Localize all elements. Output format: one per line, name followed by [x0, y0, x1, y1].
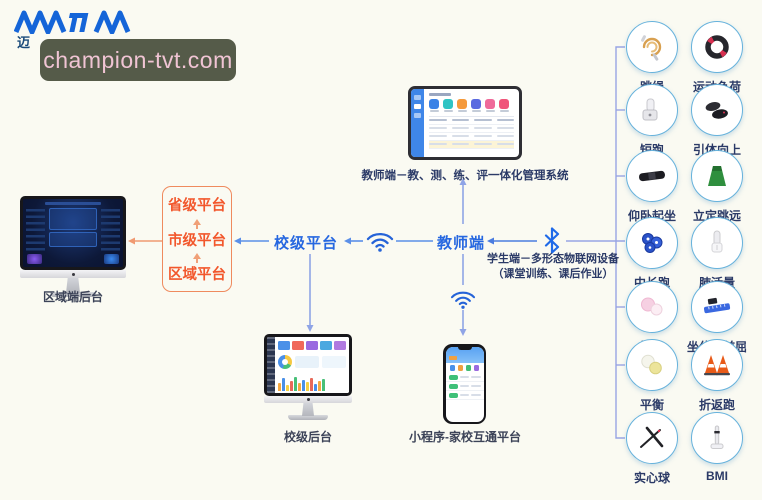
- teacher-node: 教师端: [437, 235, 486, 252]
- balance-pods-icon: [626, 339, 678, 391]
- device-item: 肺活量: [691, 217, 743, 291]
- device-label: 平衡: [639, 398, 664, 412]
- platform-levels-box: 省级平台 市级平台 区域平台: [162, 186, 232, 292]
- tablet-caption: 教师端－教、测、练、评一体化管理系统: [361, 170, 569, 182]
- student-device-line1: 学生端－多形态物联网设备: [487, 253, 619, 265]
- device-item: 仰卧起坐: [626, 150, 678, 224]
- watermark-text: champion-tvt.com: [43, 46, 233, 73]
- student-device-note: 学生端－多形态物联网设备 （课堂训练、课后作业）: [472, 252, 634, 283]
- tablet-screen: [424, 89, 519, 157]
- company-logo: [14, 10, 131, 34]
- device-item: 平衡: [626, 339, 678, 413]
- bluetooth-icon: [544, 227, 560, 254]
- light-dashboard-screen: [267, 337, 349, 393]
- phone-screen: [445, 346, 484, 422]
- device-item: 折返跑: [691, 339, 743, 413]
- cones-icon: [691, 339, 743, 391]
- jump-mat-icon: [691, 150, 743, 202]
- device-label: BMI: [706, 469, 728, 483]
- run-tracker-icon: [626, 217, 678, 269]
- device-item: BMI: [691, 412, 743, 483]
- province-platform-label: 省级平台: [168, 198, 226, 214]
- up-arrow-icon: [193, 218, 201, 229]
- agility-pods-icon: [626, 281, 678, 333]
- device-item: 引体向上: [691, 84, 743, 158]
- spirometer-icon: [691, 217, 743, 269]
- wifi-icon: [450, 291, 476, 309]
- school-platform-node: 校级平台: [274, 235, 339, 252]
- school-backend-monitor: [264, 334, 352, 420]
- bmi-scale-icon: [691, 412, 743, 464]
- dark-dashboard-screen: [23, 199, 123, 267]
- region-platform-label: 区域平台: [168, 267, 226, 283]
- device-label: 实心球: [633, 471, 670, 485]
- wristband-icon: [691, 21, 743, 73]
- regional-backend-label: 区域端后台: [42, 290, 103, 304]
- sprint-sensor-icon: [626, 84, 678, 136]
- sit-reach-icon: [691, 281, 743, 333]
- situp-belt-icon: [626, 150, 678, 202]
- miniprogram-label: 小程序-家校互通平台: [409, 430, 521, 444]
- device-item: 立定跳远: [691, 150, 743, 224]
- device-item: 实心球: [626, 412, 678, 486]
- tablet-sidebar: [411, 89, 424, 157]
- jump-rope-icon: [626, 21, 678, 73]
- regional-backend-monitor: [20, 196, 126, 297]
- up-arrow-icon: [193, 253, 201, 264]
- teacher-tablet: [408, 86, 522, 160]
- device-label: 折返跑: [698, 398, 735, 412]
- pullup-sensor-icon: [691, 84, 743, 136]
- parent-phone: [443, 344, 486, 424]
- school-backend-label: 校级后台: [283, 430, 332, 444]
- watermark-badge: champion-tvt.com: [40, 39, 236, 81]
- student-device-line2: （课堂训练、课后作业）: [492, 268, 614, 281]
- logo-subtext: 迈: [17, 35, 31, 50]
- wifi-icon: [366, 232, 394, 252]
- city-platform-label: 市级平台: [168, 232, 226, 249]
- medicine-ball-icon: [626, 412, 678, 464]
